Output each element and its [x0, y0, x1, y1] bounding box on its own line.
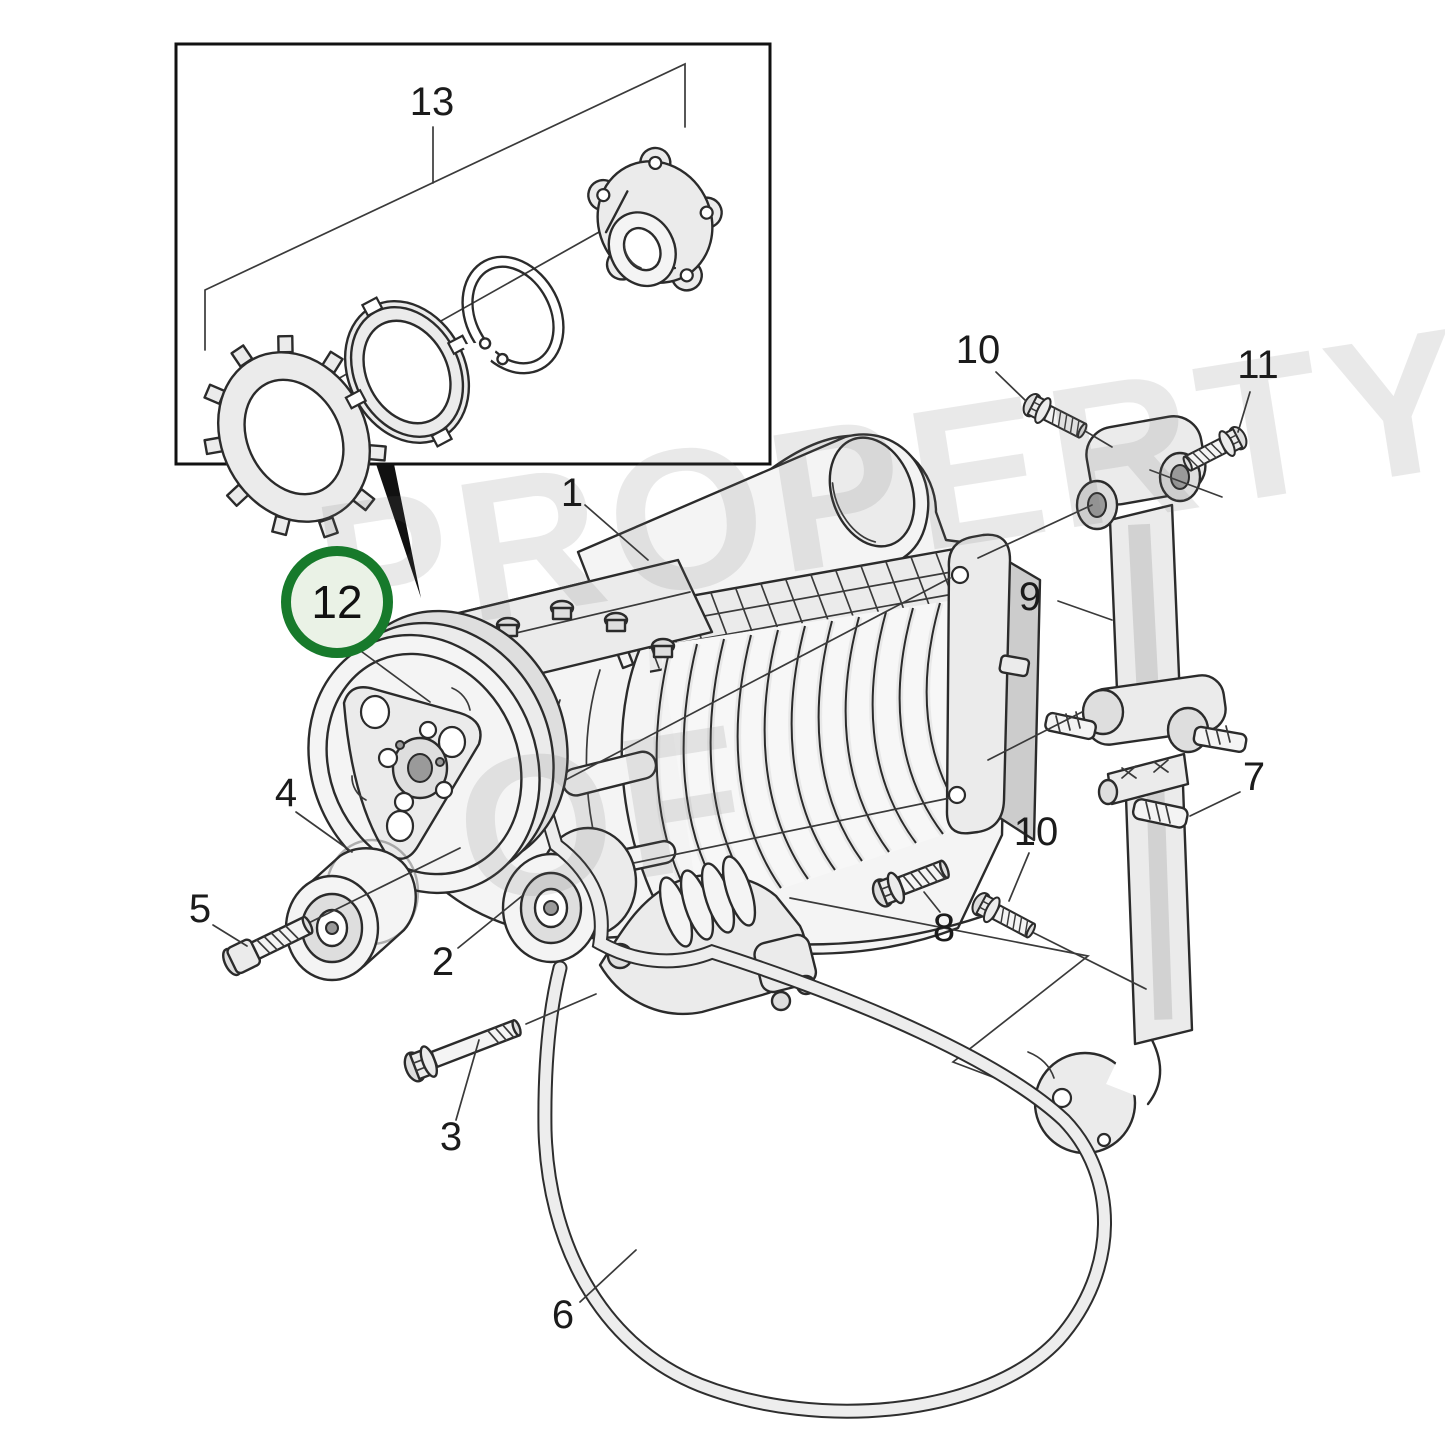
callout-6[interactable]: 6: [552, 1293, 574, 1337]
callout-layer: 1 2 3 4 5 6 7 8 9 10 10 11 13 12: [189, 80, 1279, 1337]
callout-13[interactable]: 13: [410, 80, 455, 124]
callout-8[interactable]: 8: [933, 906, 955, 950]
highlighted-callout-12[interactable]: 12: [281, 546, 393, 658]
callout-7[interactable]: 7: [1243, 755, 1265, 799]
support-bracket-arm: [789, 752, 1194, 1155]
inset-pointer-wedge: [376, 464, 421, 598]
clutch-hub-snap-ring: [460, 255, 565, 375]
link-bracket: [977, 415, 1248, 761]
callout-10-lower[interactable]: 10: [1014, 810, 1059, 854]
pulley-bolt-3: [399, 993, 597, 1087]
clutch-hub-lock-nut: [343, 296, 471, 448]
bracket-stud-left: [1044, 711, 1097, 741]
clutch-pulley-assembly: [307, 609, 569, 895]
tensioner-spring-coils: [658, 855, 757, 948]
clutch-hub-lock-washer: [203, 334, 387, 539]
callout-11[interactable]: 11: [1237, 343, 1279, 387]
socket-bolt-5: [222, 915, 314, 977]
callout-10-upper[interactable]: 10: [956, 328, 1001, 372]
detail-inset-box: [174, 42, 772, 598]
bracket-top-stud: [1131, 798, 1189, 829]
callout-5[interactable]: 5: [189, 887, 211, 931]
callout-2[interactable]: 2: [432, 940, 454, 984]
rear-mount-plate: [945, 533, 1042, 842]
callout-3[interactable]: 3: [440, 1115, 462, 1159]
callout-4[interactable]: 4: [275, 771, 297, 815]
callout-9[interactable]: 9: [1019, 575, 1041, 619]
bracket-stud-right: [1192, 725, 1248, 754]
drive-belt: [492, 640, 1112, 1419]
watermark-line2: OF: [442, 681, 767, 947]
side-stud: [998, 654, 1031, 678]
callout-1[interactable]: 1: [561, 471, 583, 515]
clutch-hub-flange: [587, 146, 723, 292]
highlight-ring: [281, 546, 393, 658]
inset-bracket-line: [204, 62, 686, 351]
callout-12-label: 12: [311, 576, 362, 628]
